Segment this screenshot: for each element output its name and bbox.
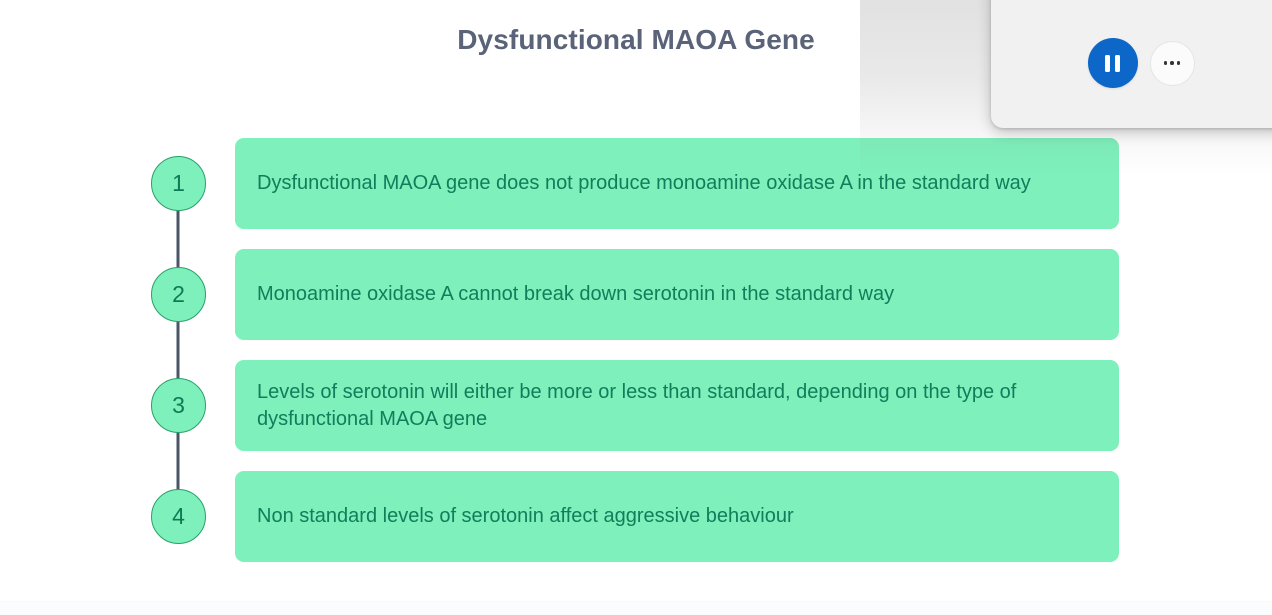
step-number-circle-4[interactable]: 4 [151, 489, 206, 544]
media-control-panel [991, 0, 1272, 128]
step-card-4[interactable]: Non standard levels of serotonin affect … [235, 471, 1119, 562]
more-options-button[interactable] [1149, 40, 1195, 86]
step-card-1[interactable]: Dysfunctional MAOA gene does not produce… [235, 138, 1119, 229]
step-card-text-2: Monoamine oxidase A cannot break down se… [257, 283, 895, 305]
playback-controls [991, 38, 1272, 88]
bottom-band [0, 601, 1272, 615]
ellipsis-icon [1163, 61, 1181, 65]
step-marker-column: 1 [0, 128, 235, 239]
pause-button[interactable] [1087, 38, 1138, 88]
flow-step-row: 2 Monoamine oxidase A cannot break down … [0, 239, 1272, 350]
page-title: Dysfunctional MAOA Gene [457, 24, 815, 55]
pause-icon [1105, 54, 1120, 72]
step-number-circle-3[interactable]: 3 [151, 378, 206, 433]
flow-step-row: 3 Levels of serotonin will either be mor… [0, 350, 1272, 461]
step-number-circle-2[interactable]: 2 [151, 267, 206, 322]
flow-step-row: 1 Dysfunctional MAOA gene does not produ… [0, 128, 1272, 239]
step-card-2[interactable]: Monoamine oxidase A cannot break down se… [235, 249, 1119, 340]
step-card-text-3: Levels of serotonin will either be more … [257, 380, 1017, 430]
flow-diagram: 1 Dysfunctional MAOA gene does not produ… [0, 128, 1272, 572]
step-card-3[interactable]: Levels of serotonin will either be more … [235, 360, 1119, 451]
step-connector-line [176, 183, 180, 239]
step-card-text-4: Non standard levels of serotonin affect … [257, 505, 794, 527]
step-card-text-1: Dysfunctional MAOA gene does not produce… [257, 172, 1031, 194]
step-marker-column: 2 [0, 239, 235, 350]
step-marker-column: 4 [0, 461, 235, 572]
step-marker-column: 3 [0, 350, 235, 461]
media-panel-body [991, 0, 1272, 128]
flow-step-row: 4 Non standard levels of serotonin affec… [0, 461, 1272, 572]
step-number-circle-1[interactable]: 1 [151, 156, 206, 211]
